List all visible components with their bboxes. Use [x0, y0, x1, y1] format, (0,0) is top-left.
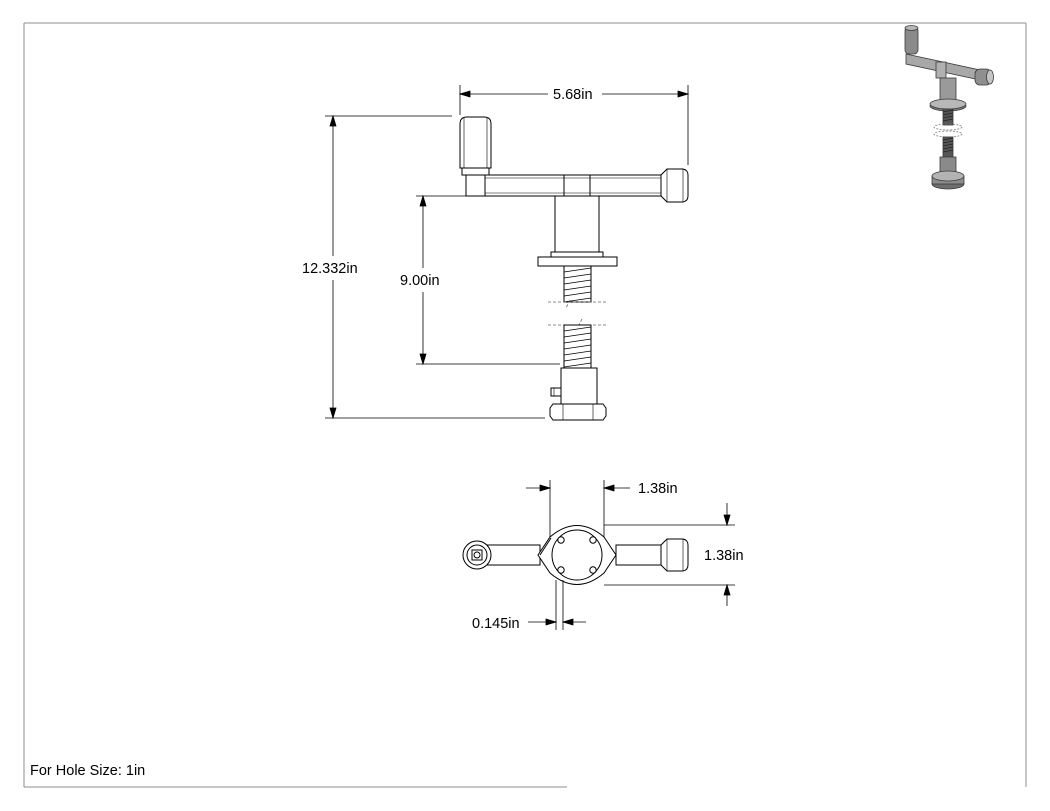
top-view-arm: [615, 538, 689, 572]
break-lines: [548, 299, 606, 328]
top-view-hub: [537, 525, 617, 585]
swivel-foot: [549, 367, 607, 421]
dim-top-view-width-a: 1.38in: [638, 481, 678, 497]
dim-top-width: 5.68in: [553, 87, 593, 103]
isometric-thumbnail: [904, 25, 994, 190]
dim-overall-height: 12.332in: [302, 261, 358, 277]
dim-top-view-width-b: 1.38in: [704, 548, 744, 564]
hole-size-note: For Hole Size: 1in: [30, 763, 145, 779]
hub: [537, 195, 618, 267]
top-dimensions: [526, 480, 735, 630]
dim-screw-length: 9.00in: [400, 273, 440, 289]
dim-top-view-gap: 0.145in: [472, 616, 520, 632]
front-dimensions: [325, 85, 690, 420]
sheet-border: [23, 22, 1027, 788]
top-view-knob: [462, 540, 541, 570]
screw-thread-lower: [563, 324, 592, 369]
crossbar: [484, 174, 662, 197]
crossbar-end-cap: [660, 168, 689, 203]
front-view: [459, 116, 689, 421]
screw-thread-upper: [563, 265, 592, 303]
top-view: [462, 525, 689, 585]
